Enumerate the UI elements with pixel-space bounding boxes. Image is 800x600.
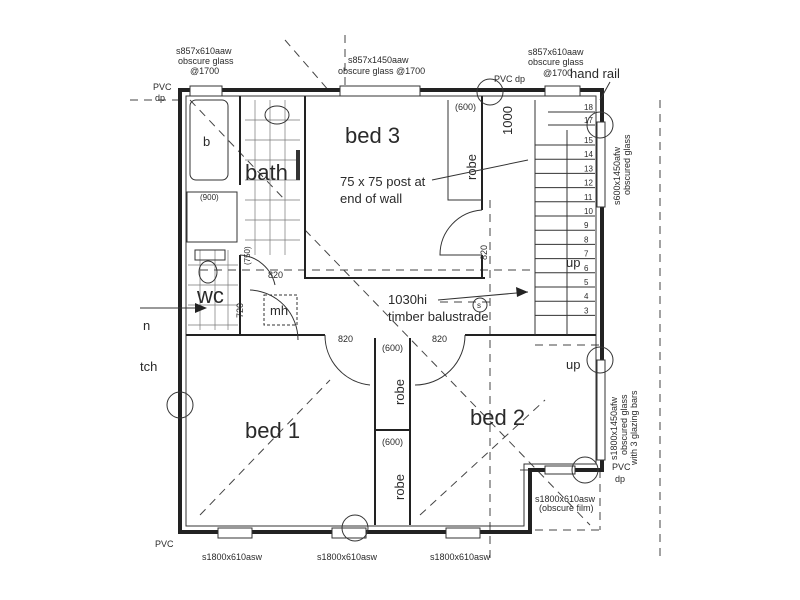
bathtub — [189, 99, 229, 181]
windows — [189, 85, 606, 539]
smoke-detector-icon — [472, 297, 488, 313]
toilet-icon — [198, 260, 218, 284]
post-note-1: 75 x 75 post at — [340, 174, 426, 189]
dp-label-tl: dp — [155, 93, 165, 103]
partial-label-1: n — [143, 318, 150, 333]
dim-820-bed3: 820 — [479, 245, 489, 260]
door-swings — [239, 209, 483, 386]
bathtub-label: b — [203, 134, 210, 149]
dim-820-bed1: 820 — [338, 334, 353, 344]
dim-750: (750) — [243, 246, 252, 265]
dim-1000: 1000 — [500, 106, 515, 135]
dim-820-bed2: 820 — [432, 334, 447, 344]
pvc-label-right: PVC — [612, 462, 631, 472]
hand-rail-note: hand rail — [570, 66, 620, 81]
stair-number: 7 — [584, 250, 589, 259]
window-label-tl-1: s857x610aaw — [176, 46, 232, 56]
window-top-left — [189, 85, 223, 97]
window-label-tc-2: obscure glass @1700 — [338, 66, 425, 76]
window-label-corner-2: (obscure film) — [539, 503, 594, 513]
stair-number: 8 — [584, 235, 589, 244]
window-label-ru-1: s600x1450afw — [612, 146, 622, 205]
stair-number: 14 — [584, 150, 593, 159]
room-wc: wc — [196, 283, 224, 308]
window-label-corner-1: s1800x610asw — [535, 494, 596, 504]
dim-robe-lower: (600) — [382, 437, 403, 447]
window-top-right — [544, 85, 581, 97]
pvc-dp-label-top: PVC dp — [494, 74, 525, 84]
robe-bed3: robe — [464, 154, 479, 180]
dim-820-bath: 820 — [268, 270, 283, 280]
dim-robe-upper: (600) — [382, 343, 403, 353]
stair-number: 9 — [584, 221, 589, 230]
window-label-rl-2: obscured glass — [619, 394, 629, 455]
stair-number: 10 — [584, 207, 593, 216]
window-label-tr-1: s857x610aaw — [528, 47, 584, 57]
pvc-label-tl: PVC — [153, 82, 172, 92]
window-label-bottom-2: s1800x610asw — [317, 552, 378, 562]
stair-up-lower: up — [566, 357, 580, 372]
window-label-rl-1: s1800x1450afw — [609, 396, 619, 460]
stair-number: 12 — [584, 179, 593, 188]
stair-number: 11 — [584, 193, 593, 202]
manhole-label: mh — [270, 303, 288, 318]
interior-walls — [186, 96, 596, 525]
balustrade-note-1: 1030hi — [388, 292, 427, 307]
window-label-tc-1: s857x1450aaw — [348, 55, 409, 65]
construction-lines — [130, 35, 661, 560]
room-bed3: bed 3 — [345, 123, 400, 148]
window-bottom-3 — [445, 527, 481, 539]
stair-number: 18 — [584, 103, 593, 112]
stair-number: 5 — [584, 278, 589, 287]
pvc-label-bl: PVC — [155, 539, 174, 549]
window-label-tr-2: obscure glass — [528, 57, 584, 67]
shower-dim: (900) — [200, 193, 219, 202]
post-note-2: end of wall — [340, 191, 402, 206]
dim-720: 720 — [235, 303, 245, 318]
window-top-center — [339, 85, 421, 97]
balustrade-note-2: timber balustrade — [388, 309, 488, 324]
room-bath: bath — [245, 160, 288, 185]
stair-stringer — [534, 100, 568, 335]
window-right-upper — [596, 121, 606, 208]
stair-number: 3 — [584, 306, 589, 315]
basin-icon — [264, 105, 290, 125]
window-right-lower — [596, 359, 606, 461]
partial-label-2: tch — [140, 359, 157, 374]
window-label-tl-3: @1700 — [190, 66, 219, 76]
window-label-bottom-3: s1800x610asw — [430, 552, 491, 562]
stair-number: 4 — [584, 292, 589, 301]
window-label-ru-2: obscured glass — [622, 134, 632, 195]
svg-text:s: s — [477, 301, 481, 310]
window-label-tr-3: @1700 — [543, 68, 572, 78]
window-label-tl-2: obscure glass — [178, 56, 234, 66]
stair-number: 17 — [584, 116, 593, 125]
window-label-bottom-1: s1800x610asw — [202, 552, 263, 562]
window-label-rl-3: with 3 glazing bars — [629, 390, 639, 466]
window-bottom-2 — [331, 527, 367, 539]
stair-number: 13 — [584, 164, 593, 173]
stairs: 18 17 15 14 13 12 11 10 9 8 7 6 5 4 3 — [534, 100, 595, 335]
stair-up-upper: up — [566, 255, 580, 270]
stair-number: 15 — [584, 136, 593, 145]
manhole — [263, 294, 298, 326]
outer-walls — [178, 88, 604, 534]
window-bottom-1 — [217, 527, 253, 539]
window-bed2-corner — [544, 465, 576, 475]
room-bed1: bed 1 — [245, 418, 300, 443]
robe-lower: robe — [392, 474, 407, 500]
fixtures: b (900) mh — [186, 99, 300, 326]
stair-number: 6 — [584, 264, 589, 273]
dp-label-right: dp — [615, 474, 625, 484]
shower — [186, 191, 238, 243]
dim-robe-bed3: (600) — [455, 102, 476, 112]
room-bed2: bed 2 — [470, 405, 525, 430]
downpipe-markers: s — [166, 78, 614, 542]
robe-upper: robe — [392, 379, 407, 405]
tile-grid — [188, 100, 300, 330]
